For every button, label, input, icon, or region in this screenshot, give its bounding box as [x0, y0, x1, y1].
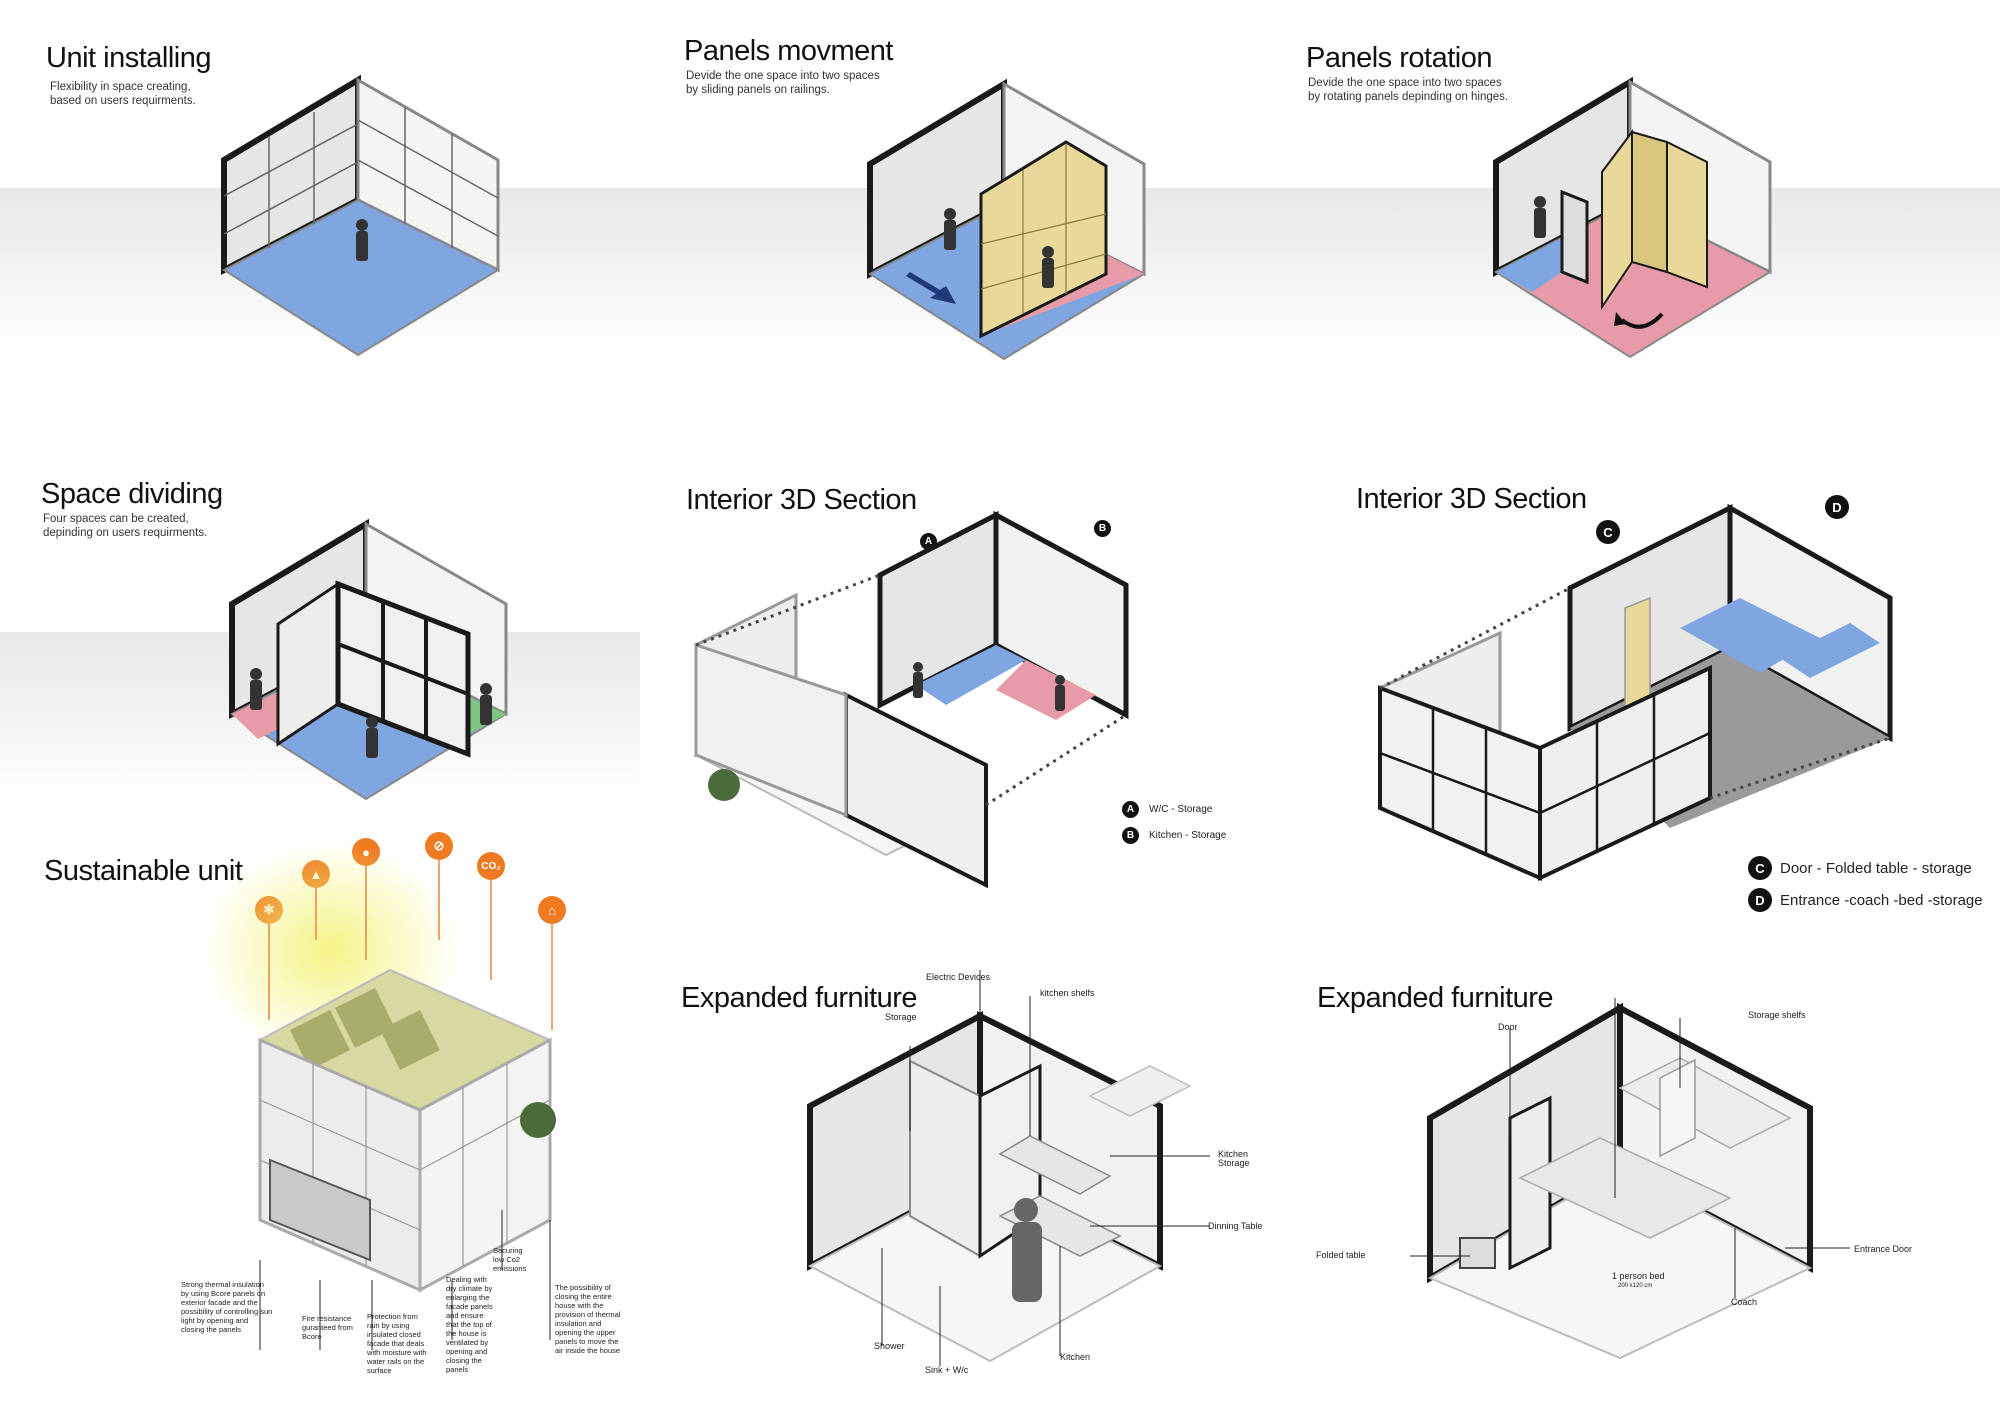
panels-movement-title: Panels movment — [684, 35, 894, 67]
note-fire: Fire resistance guranteed from Bcore — [302, 1314, 353, 1341]
interior-section-2-title: Interior 3D Section — [1356, 483, 1587, 515]
label-kitchen-storage: Kitchen Storage — [1218, 1149, 1250, 1168]
legend-d-badge: D — [1748, 888, 1772, 912]
expanded-furniture-2-drawing — [1410, 998, 1850, 1360]
label-bed-size: 200 x120 cm — [1618, 1283, 1653, 1289]
interior-section-1-drawing — [693, 510, 1129, 889]
panels-rotation-drawing — [1493, 76, 1773, 359]
legend-d-text: Entrance -coach -bed -storage — [1780, 891, 1983, 909]
note-co2: Securing low Co2 emissions — [493, 1246, 527, 1273]
unit-installing-drawing — [221, 74, 501, 357]
expanded-furniture-2-title: Expanded furniture — [1317, 982, 1554, 1014]
no-fire-icon: ⊘ — [425, 832, 453, 860]
sustainable-unit-drawing — [200, 840, 556, 1350]
legend-c-badge: C — [1748, 856, 1772, 880]
sustainable-unit-title: Sustainable unit — [44, 855, 243, 887]
label-entrance-door: Entrance Door — [1854, 1244, 1913, 1254]
expanded-furniture-1-title: Expanded furniture — [681, 982, 918, 1014]
panels-movement-desc: Devide the one space into two spaces by … — [686, 70, 880, 96]
legend-b-badge: B — [1122, 827, 1139, 844]
label-dinning-table: Dinning Table — [1208, 1221, 1263, 1231]
legend-a: A W/C - Storage — [1122, 801, 1212, 818]
legend-c-text: Door - Folded table - storage — [1780, 859, 1972, 877]
space-dividing-desc: Four spaces can be created, depinding on… — [43, 513, 208, 539]
unit-installing-desc: Flexibility in space creating, based on … — [50, 81, 196, 107]
label-door: Door — [1498, 1022, 1518, 1032]
note-dry: Dealing with dry climate by enlarging th… — [446, 1275, 493, 1374]
label-coach: Coach — [1731, 1297, 1758, 1307]
legend-a-badge: A — [1122, 801, 1139, 818]
expanded-furniture-1-drawing — [807, 970, 1210, 1366]
panels-rotation-title: Panels rotation — [1306, 42, 1492, 74]
legend-d: D Entrance -coach -bed -storage — [1748, 888, 1983, 912]
ventilation-icon: ⌂ — [538, 896, 566, 924]
label-sink-wc: Sink + W/c — [925, 1365, 969, 1375]
label-electric-devices: Electric Devices — [926, 972, 991, 982]
legend-b: B Kitchen - Storage — [1122, 827, 1226, 844]
note-rain: Protection from rain by using insulated … — [367, 1312, 427, 1375]
interior-section-2-drawing — [1378, 503, 1893, 882]
note-thermal: Strong thermal insulation by using Bcore… — [181, 1280, 273, 1334]
legend-b-text: Kitchen - Storage — [1149, 830, 1227, 841]
label-folded-table: Folded table — [1316, 1250, 1366, 1260]
unit-installing-title: Unit installing — [46, 42, 211, 74]
note-closing: The possibility of closing the entire ho… — [555, 1283, 621, 1355]
panels-movement-drawing — [867, 78, 1147, 361]
label-kitchen: Kitchen — [1060, 1352, 1091, 1362]
label-shower: Shower — [874, 1341, 905, 1351]
co2-icon: CO₂ — [477, 852, 505, 880]
label-storage-shelfs: Storage shelfs — [1748, 1010, 1806, 1020]
label-bed: 1 person bed — [1612, 1271, 1665, 1281]
interior-section-1-title: Interior 3D Section — [686, 484, 917, 516]
panels-rotation-desc: Devide the one space into two spaces by … — [1308, 77, 1509, 103]
marker-b: B — [1094, 520, 1111, 537]
legend-a-text: W/C - Storage — [1149, 804, 1213, 815]
space-dividing-title: Space dividing — [41, 478, 223, 510]
label-storage: Storage — [885, 1012, 917, 1022]
label-kitchen-shelfs: kitchen shelfs — [1040, 988, 1095, 998]
marker-d: D — [1825, 495, 1849, 519]
legend-c: C Door - Folded table - storage — [1748, 856, 1972, 880]
marker-c: C — [1596, 520, 1620, 544]
space-dividing-drawing — [229, 518, 509, 801]
